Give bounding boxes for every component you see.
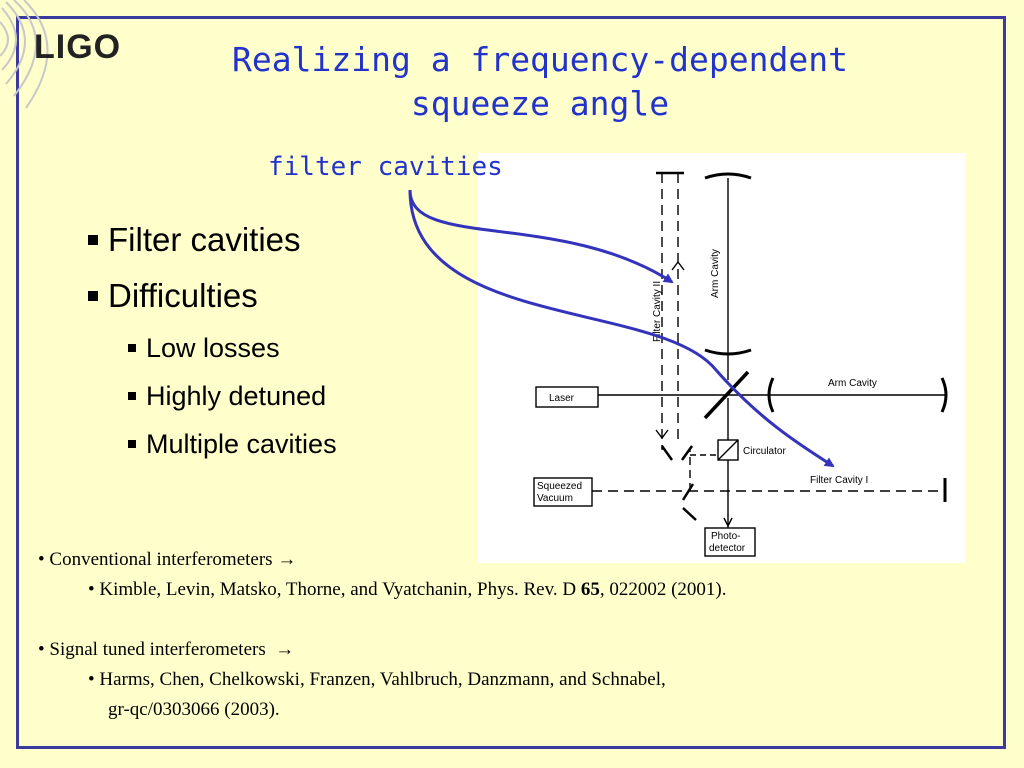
bullet-low-losses: Low losses [128,324,337,372]
arm-cavity-top-mirror [704,172,752,180]
photodetector-box [704,527,756,557]
ref-kimble: • Kimble, Levin, Matsko, Thorne, and Vya… [88,579,727,600]
square-bullet-icon [128,440,136,448]
bullet-multiple-cavities: Multiple cavities [128,420,337,468]
squeezed-vacuum-box [533,477,593,507]
ref-harms-line-1: • Harms, Chen, Chelkowski, Franzen, Vahl… [88,669,666,690]
beam-splitter [703,370,750,420]
circulator-label: Circulator [743,446,786,457]
detector-label: detector [709,543,746,554]
ligo-logo: LIGO [34,28,122,66]
ligo-swirl-graphic [0,0,49,109]
filter-cavity-2-label: Filter Cavity II [652,281,663,342]
square-bullet-icon [88,291,98,301]
references: • Conventional interferometers → • Kimbl… [38,545,978,725]
title-line-1: Realizing a frequency-dependent [232,40,848,79]
arrow-to-filter-cavity-2 [408,189,674,284]
arm-cavity-vertical-label: Arm Cavity [710,249,721,298]
bullet-highly-detuned: Highly detuned [128,372,337,420]
squeezed-label: Squeezed [537,481,582,492]
vacuum-label: Vacuum [537,493,573,504]
right-arrow-icon: → [275,639,295,660]
arm-cavity-horizontal-label: Arm Cavity [828,378,877,389]
ref-harms-line-2: gr-qc/0303066 (2003). [108,699,280,720]
filter-cavity-1-label: Filter Cavity I [810,475,868,486]
slide-title: Realizing a frequency-dependent squeeze … [200,38,880,126]
square-bullet-icon [128,392,136,400]
laser-label: Laser [549,393,575,404]
arrow-to-filter-cavity-1 [408,189,835,468]
ref-conventional: • Conventional interferometers → [38,549,297,570]
bullet-difficulties: Difficulties [88,268,337,324]
laser-box [535,386,599,408]
square-bullet-icon [128,344,136,352]
square-bullet-icon [88,235,98,245]
bullet-filter-cavities: Filter cavities [88,212,337,268]
bullet-list: Filter cavities Difficulties Low losses … [88,212,337,468]
filter-cavities-callout: filter cavities [268,152,503,182]
slide-frame [16,16,1006,749]
title-line-2: squeeze angle [410,84,670,123]
photo-label: Photo- [711,531,740,542]
right-arrow-icon: → [277,549,297,570]
ref-signal-tuned: • Signal tuned interferometers → [38,639,295,660]
